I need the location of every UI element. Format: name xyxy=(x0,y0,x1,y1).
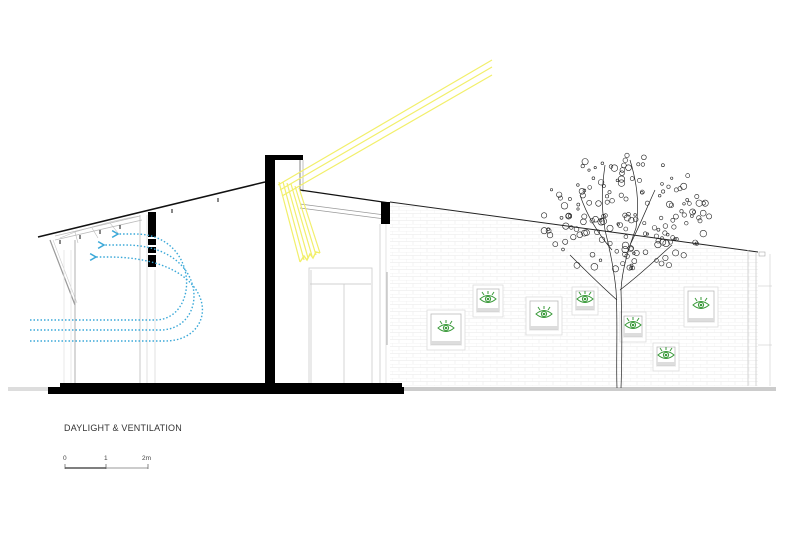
scale-bar xyxy=(64,464,149,469)
tree xyxy=(540,152,712,389)
window-with-eye-icon xyxy=(683,286,719,328)
canopy-structure xyxy=(37,181,266,385)
eye-icon xyxy=(624,317,642,329)
window-with-eye-icon xyxy=(652,342,680,372)
eye-windows xyxy=(426,284,719,372)
window-with-eye-icon xyxy=(525,296,563,336)
scale-label-2m: 2m xyxy=(142,455,152,462)
eye-icon xyxy=(437,320,455,332)
eye-icon xyxy=(479,291,497,303)
ventilation-airflow xyxy=(30,229,204,342)
eye-icon xyxy=(692,297,710,309)
floor-slab xyxy=(8,383,776,394)
window-with-eye-icon xyxy=(426,309,466,351)
eye-icon xyxy=(576,291,594,303)
light-chimney xyxy=(265,155,391,385)
door xyxy=(308,267,373,385)
drawing-title: DAYLIGHT & VENTILATION xyxy=(64,423,182,433)
window-with-eye-icon xyxy=(472,284,504,318)
sun-rays xyxy=(277,59,493,263)
window-with-eye-icon xyxy=(571,286,599,316)
eye-icon xyxy=(657,347,675,359)
scale-label-1: 1 xyxy=(104,455,108,462)
eye-icon xyxy=(535,306,553,318)
window-with-eye-icon xyxy=(619,311,647,343)
louvre-wall xyxy=(148,212,156,267)
scale-label-0: 0 xyxy=(63,455,67,462)
